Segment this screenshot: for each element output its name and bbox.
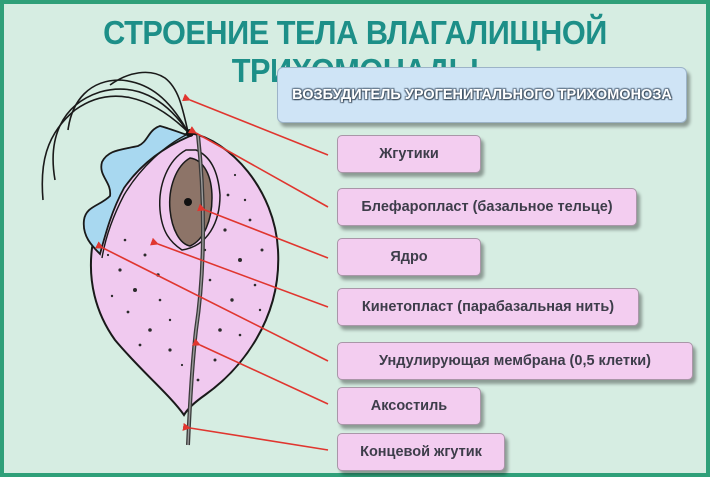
nucleolus <box>184 198 192 206</box>
label-undulating-membrane: Ундулирующая мембрана (0,5 клетки) <box>337 342 693 380</box>
undulating-membrane <box>82 125 193 256</box>
label-nucleus: Ядро <box>337 238 481 276</box>
blepharoplast <box>186 129 194 137</box>
pointer-arrows <box>94 93 329 451</box>
subtitle-box: ВОЗБУДИТЕЛЬ УРОГЕНИТАЛЬНОГО ТРИХОМОНОЗА <box>277 67 687 123</box>
label-blepharoplast: Блефаропласт (базальное тельце) <box>337 188 637 226</box>
label-kinetoplast: Кинетопласт (парабазальная нить) <box>337 288 639 326</box>
label-terminal-flagellum: Концевой жгутик <box>337 433 505 471</box>
flagella <box>41 71 189 201</box>
cytoplasm-granules <box>106 173 264 382</box>
label-axostyle: Аксостиль <box>337 387 481 425</box>
label-flagella: Жгутики <box>337 135 481 173</box>
parabasal-thread <box>159 149 221 251</box>
